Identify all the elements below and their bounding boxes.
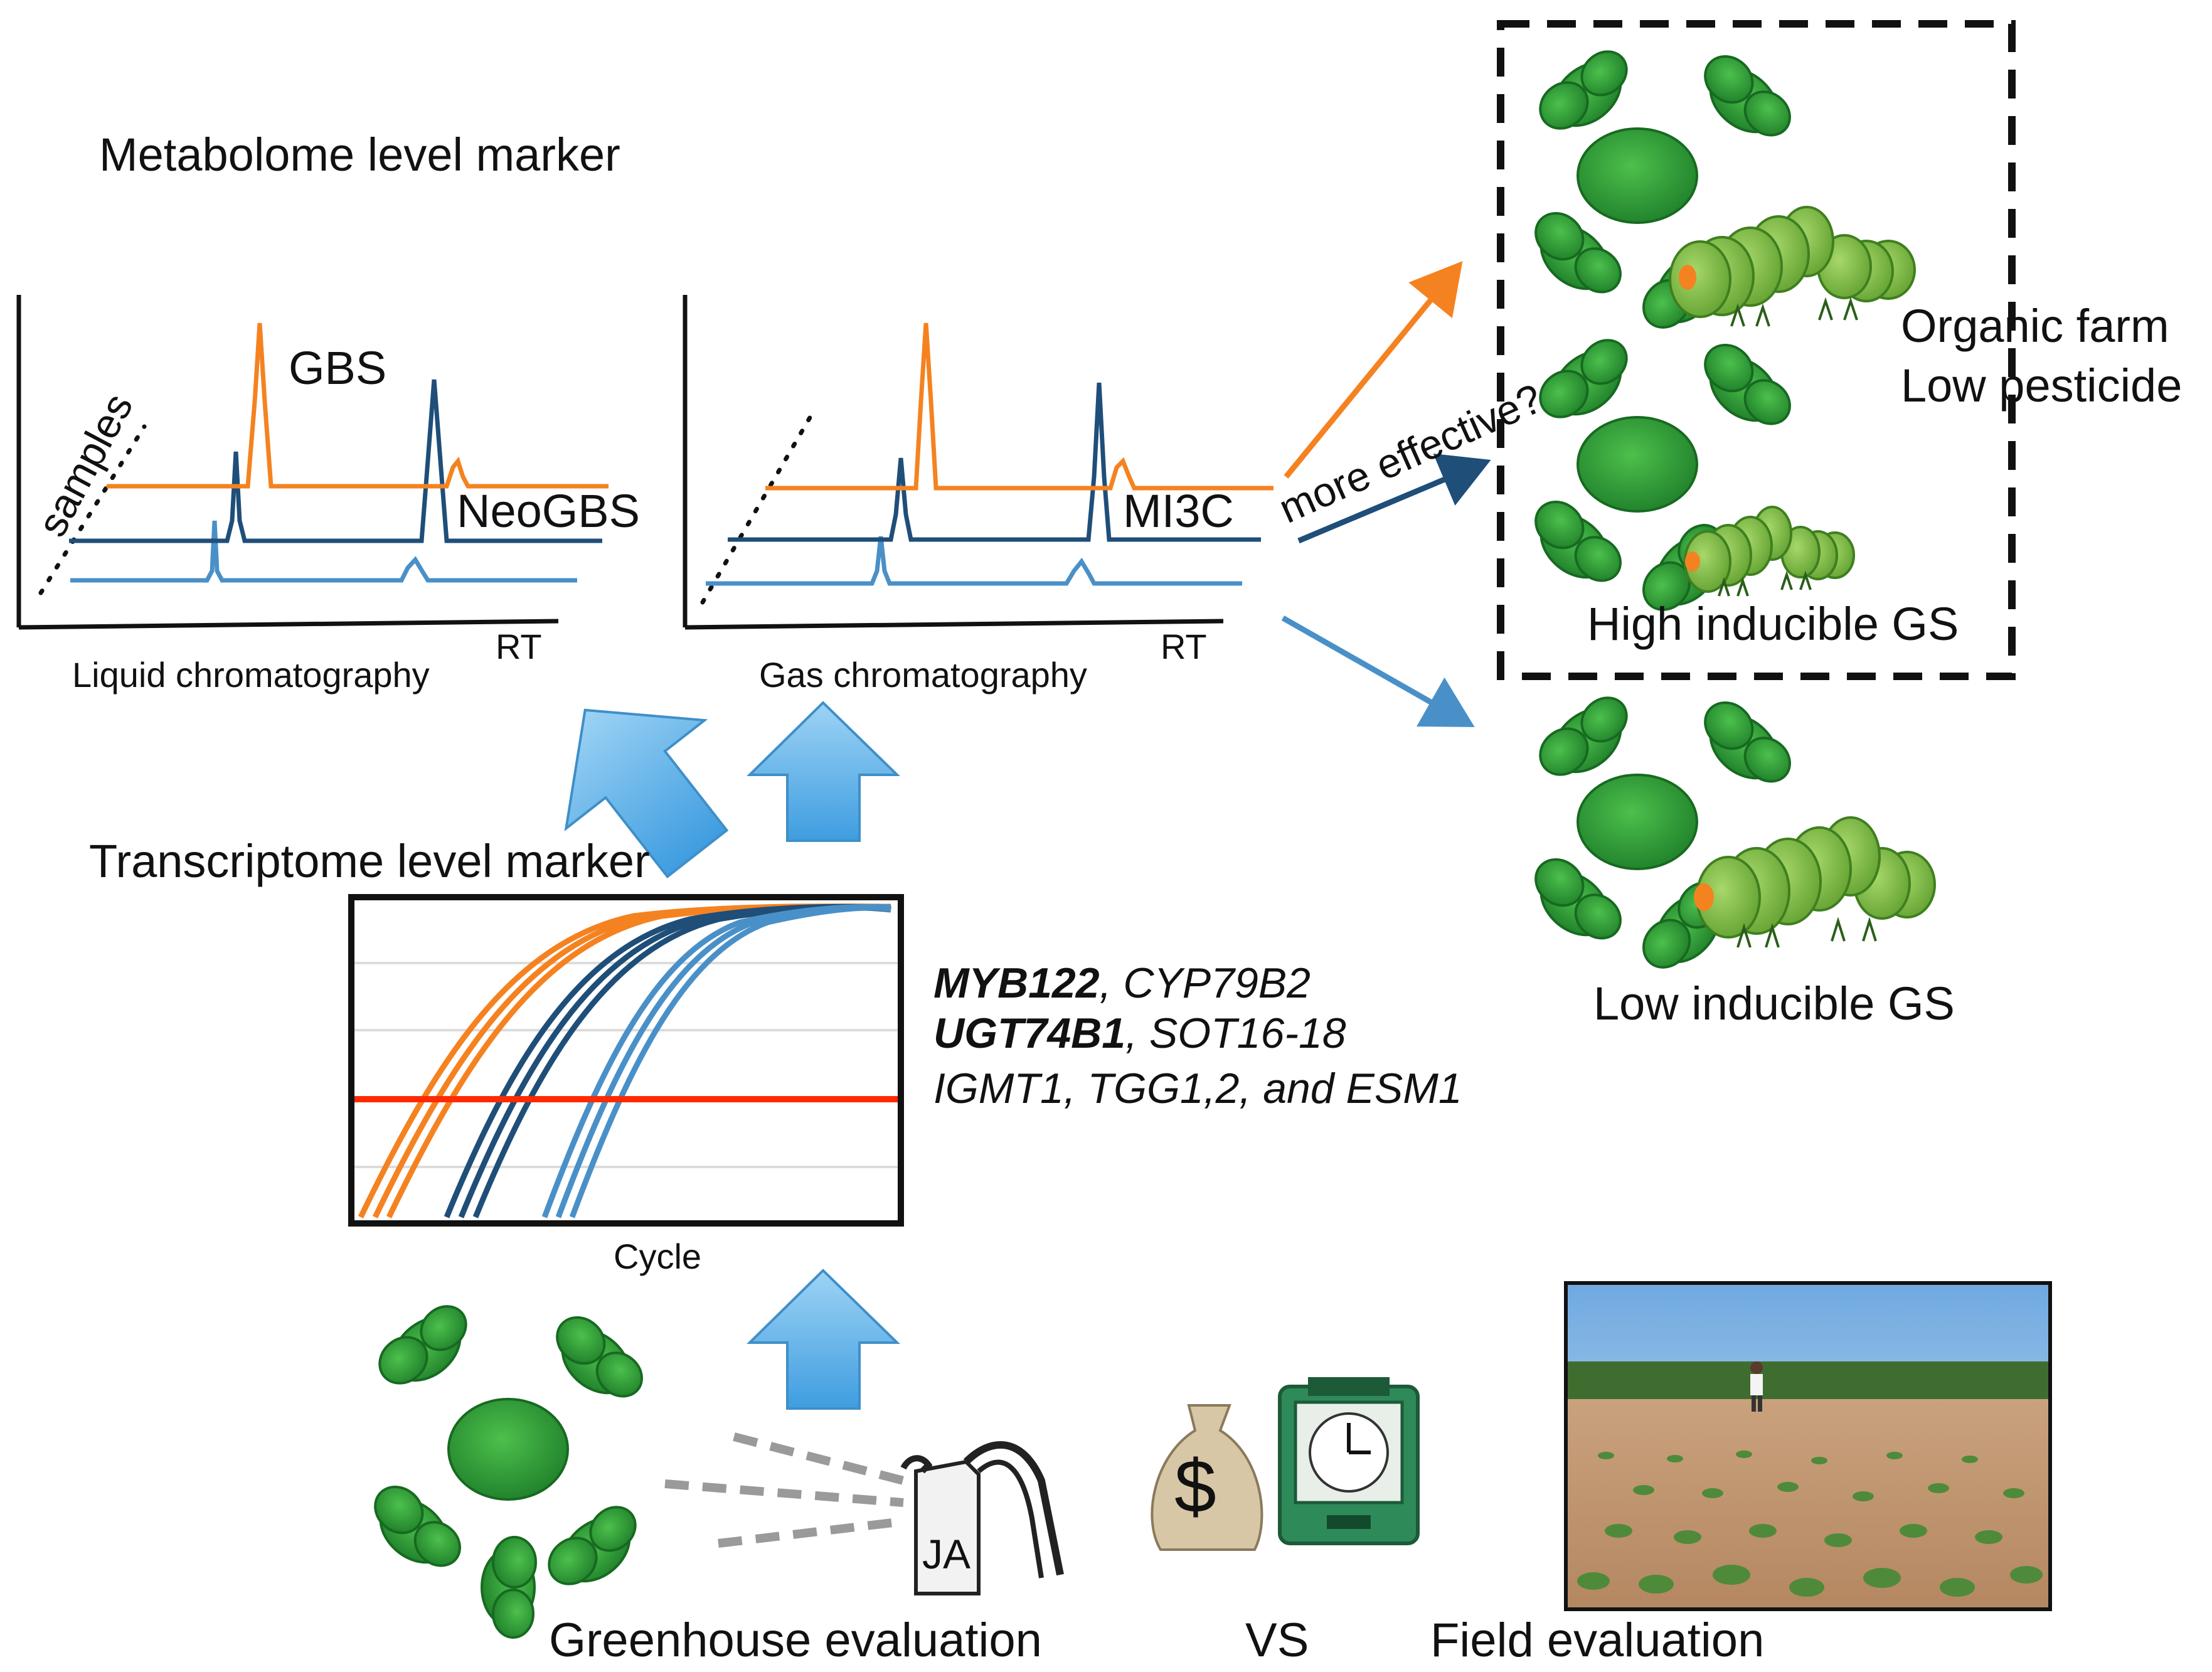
lc-peak-label-neogbs: NeoGBS [457,485,640,537]
gc-peak-label-mi3c: MI3C [1123,485,1234,537]
lc-caption: Liquid chromatography [72,655,430,695]
gene-myb122: MYB122 [933,959,1100,1007]
greenhouse-plant [357,1294,654,1639]
lc-trace-light-blue [70,520,577,583]
money-bag-icon: $ [1151,1404,1263,1551]
spray-lines [664,1432,905,1548]
qpcr-light-blue-curves [541,903,892,1218]
gene-list: MYB122, CYP79B2 UGT74B1, SOT16-18 IGMT1,… [933,959,1462,1112]
caterpillar-high-gs [1684,506,1855,597]
gene-cyp79b2: , CYP79B2 [1100,959,1311,1007]
dark-blue-arrow [1297,453,1491,544]
svg-text:MYB122, CYP79B2: MYB122, CYP79B2 [933,959,1311,1007]
metabolome-title: Metabolome level marker [99,129,620,181]
gc-samples-axis [700,405,818,605]
sprayer-label: JA [922,1531,970,1577]
arrow-label: more effective? [1272,375,1549,532]
svg-text:UGT74B1, SOT16-18: UGT74B1, SOT16-18 [933,1009,1346,1057]
lc-trace-orange [107,322,609,489]
lc-chromatogram: GBS NeoGBS samples RT Liquid chromatogra… [16,295,640,695]
lc-samples-axis [38,424,147,595]
big-arrow-up-top [747,701,900,842]
field-evaluation-label: Field evaluation [1430,1614,1764,1667]
plant-with-caterpillar-high-gs [1518,327,1855,628]
gc-rt-label: RT [1161,627,1207,666]
gc-x-axis [684,619,1224,630]
transcriptome-title: Transcriptome level marker [89,835,650,887]
gc-chromatogram: MI3C RT Gas chromatography [683,295,1273,695]
high-inducible-gs-label: High inducible GS [1587,598,1959,650]
caterpillar-low-gs [1694,816,1936,948]
light-blue-arrow [1281,615,1475,727]
field-photo-border [1564,1281,2052,1611]
field-photo [1564,1281,2052,1611]
lc-peak-label-gbs: GBS [289,342,386,394]
money-symbol: $ [1174,1444,1216,1528]
sprayer-icon: JA [900,1440,1064,1595]
time-clock-icon [1278,1377,1420,1545]
gene-sot16-18: , SOT16-18 [1125,1009,1346,1057]
plant-with-caterpillar-low-gs [1518,685,1936,986]
plant-with-caterpillar-organic [1518,39,1916,346]
caterpillar-organic [1669,206,1916,327]
gc-trace-light-blue [706,536,1242,586]
big-arrow-diagonal [564,708,729,879]
lc-x-axis [18,619,559,630]
gc-caption: Gas chromatography [759,655,1087,695]
greenhouse-evaluation-label: Greenhouse evaluation [549,1614,1042,1667]
gc-trace-orange [765,322,1273,491]
big-arrow-up-bottom [747,1269,900,1410]
vs-label: VS [1245,1614,1309,1667]
dashed-outcome-box [1497,20,2016,680]
low-inducible-gs-label: Low inducible GS [1593,977,1955,1030]
organic-farm-label: Organic farm [1901,300,2169,352]
qpcr-plot [348,894,904,1227]
qpcr-x-label: Cycle [614,1237,701,1276]
orange-arrow [1284,261,1463,479]
lc-rt-label: RT [496,627,542,666]
low-pesticide-label: Low pesticide [1901,359,2182,412]
gene-igmt1-tgg-esm1: IGMT1, TGG1,2, and ESM1 [933,1065,1462,1112]
gene-ugt74b1: UGT74B1 [933,1009,1125,1057]
lc-samples-label: samples [28,386,142,544]
field-person [1750,1361,1763,1412]
